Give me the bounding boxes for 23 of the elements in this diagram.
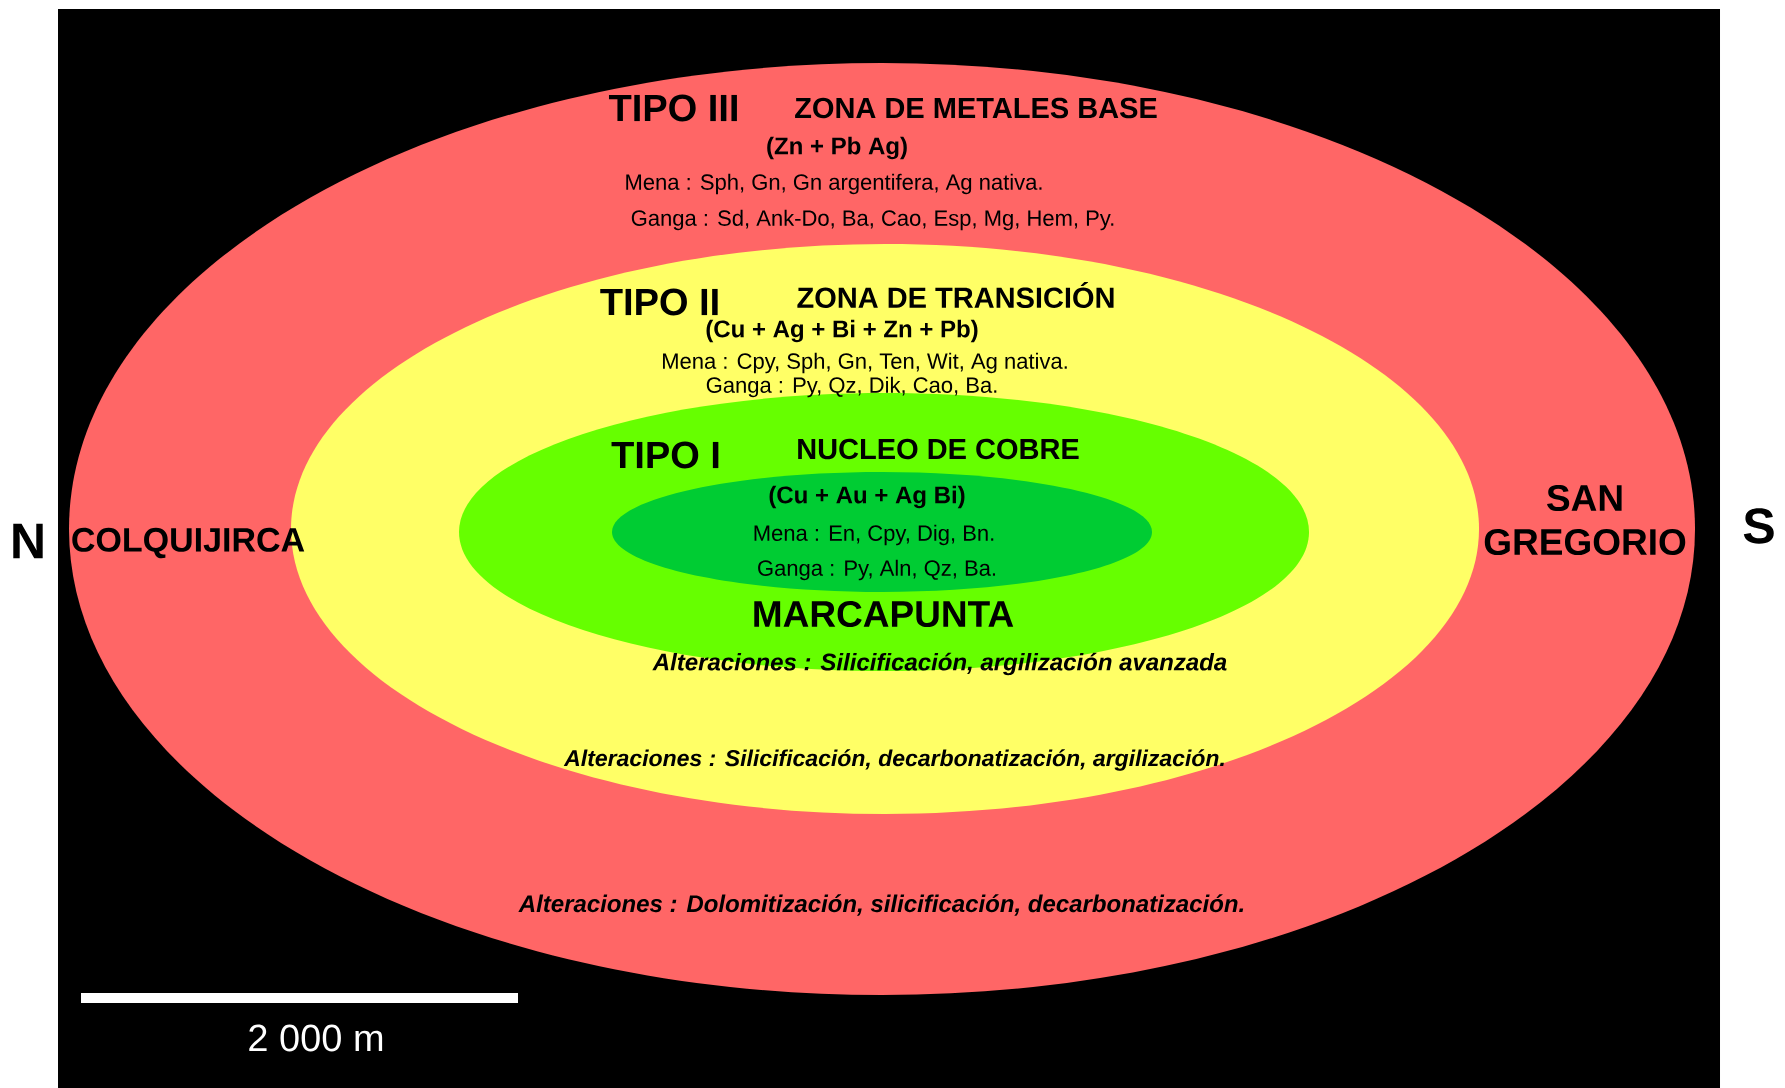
gangue-minerals-text: Ganga : Py, Aln, Qz, Ba.	[758, 559, 996, 581]
alteration-text: Alteraciones : Dolomitización, silicificación, decarbonatización.	[518, 894, 1244, 916]
zone-title: ZONA DE METALES BASE	[795, 97, 1157, 119]
zone-type-label: TIPO I	[611, 441, 719, 469]
zone-ellipse	[612, 472, 1152, 592]
district-name: MARCAPUNTA	[754, 600, 1014, 628]
zone-type-label: TIPO II	[600, 288, 718, 316]
scale-label: 2 000 m	[249, 1024, 383, 1052]
ore-minerals-text: Mena : Sph, Gn, Gn argentifera, Ag nativa.	[626, 173, 1042, 195]
zone-title: NUCLEO DE COBRE	[798, 438, 1079, 460]
ore-minerals-text: Mena : En, Cpy, Dig, Bn.	[754, 524, 994, 546]
metal-formula: (Cu + Ag + Bi + Zn + Pb)	[706, 319, 978, 343]
direction-letter: S	[1743, 508, 1774, 544]
gangue-minerals-text: Ganga : Sd, Ank-Do, Ba, Cao, Esp, Mg, Hem, Py.	[631, 209, 1114, 231]
direction-letter: N	[13, 523, 43, 559]
zone-title: ZONA DE TRANSICIÓN	[797, 282, 1114, 308]
ore-minerals-text: Mena : Cpy, Sph, Gn, Ten, Wit, Ag nativa.	[663, 352, 1067, 374]
place-name: SAN GREGORIO	[1484, 484, 1686, 556]
metal-formula: (Zn + Pb Ag)	[767, 136, 907, 160]
metal-formula: (Cu + Au + Ag Bi)	[769, 485, 965, 509]
gangue-minerals-text: Ganga : Py, Qz, Dik, Cao, Ba.	[706, 376, 997, 398]
zone-type-label: TIPO III	[609, 94, 737, 122]
alteration-text: Alteraciones : Silicificación, decarbonatización, argilización.	[563, 749, 1224, 771]
